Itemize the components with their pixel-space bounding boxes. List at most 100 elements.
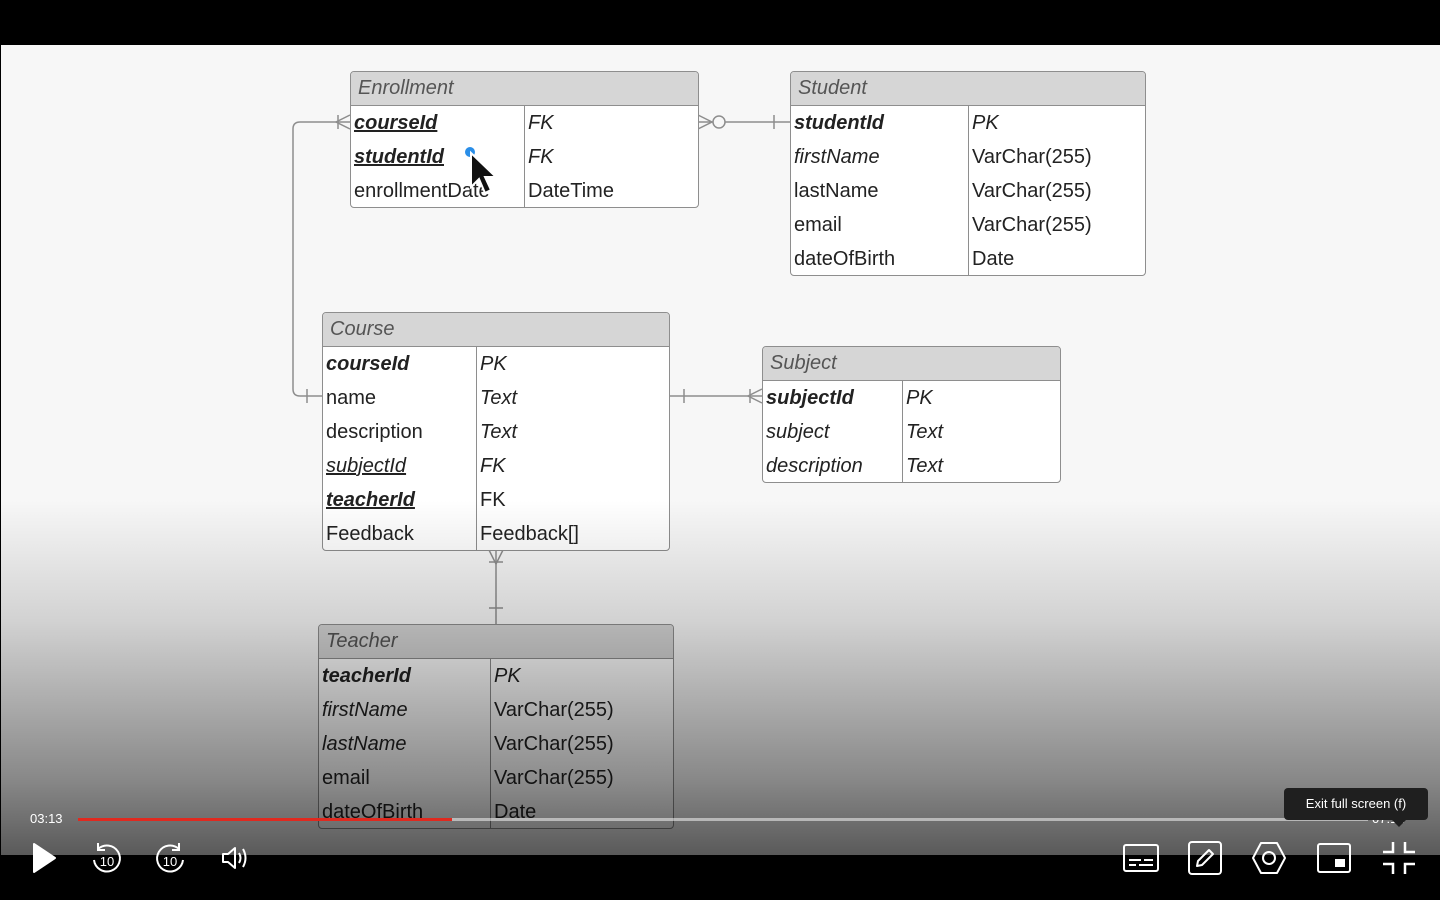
entity-title: Subject (763, 347, 1060, 381)
field-type: VarChar(255) (972, 146, 1092, 168)
field-name: teacherId (323, 483, 477, 517)
rewind-10-label: 10 (100, 854, 114, 869)
field-name: studentId (351, 140, 525, 174)
field-type: Text (480, 387, 518, 409)
entity-teacher[interactable]: Teacher teacherId PK firstName VarChar(2… (318, 624, 674, 829)
field-type: Text (906, 421, 944, 443)
volume-button[interactable] (216, 840, 254, 876)
field-name: studentId (791, 106, 969, 140)
field-name: description (763, 449, 903, 482)
entity-title: Course (323, 313, 669, 347)
entity-course[interactable]: Course courseId PK name Text description… (322, 312, 670, 551)
settings-icon (1252, 842, 1286, 874)
entity-title: Teacher (319, 625, 673, 659)
field-type: Feedback[] (480, 523, 579, 545)
entity-subject[interactable]: Subject subjectId PK subject Text descri… (762, 346, 1061, 483)
player-controls: 03:13 07:12 10 10 (0, 800, 1440, 900)
field-name: courseId (351, 106, 525, 140)
field-name: enrollmentDate (351, 174, 525, 207)
field-name: lastName (791, 174, 969, 208)
field-name: email (319, 761, 491, 795)
field-name: subject (763, 415, 903, 449)
field-type: PK (480, 353, 507, 375)
exit-fullscreen-button[interactable] (1380, 840, 1418, 876)
rewind-10-button[interactable]: 10 (86, 840, 126, 876)
field-type: VarChar(255) (972, 180, 1092, 202)
field-name: courseId (323, 347, 477, 381)
entity-row: teacherId FK (323, 483, 669, 517)
entity-row: name Text (323, 381, 669, 415)
entity-row: teacherId PK (319, 659, 673, 693)
field-type: VarChar(255) (494, 699, 614, 721)
tooltip-arrow (1392, 820, 1406, 827)
entity-row: subject Text (763, 415, 1060, 449)
captions-button[interactable] (1122, 840, 1160, 876)
entity-enrollment[interactable]: Enrollment courseId FK studentId FK enro… (350, 71, 699, 208)
field-type: FK (528, 112, 554, 134)
entity-title: Student (791, 72, 1145, 106)
entity-row: courseId PK (323, 347, 669, 381)
crowfoot-subject (746, 388, 763, 404)
forward-10-icon: 10 (156, 843, 184, 873)
field-name: firstName (791, 140, 969, 174)
field-type: VarChar(255) (972, 214, 1092, 236)
relationship-lines (292, 114, 790, 624)
entity-title: Enrollment (351, 72, 698, 106)
annotate-button[interactable] (1187, 840, 1223, 876)
entity-student[interactable]: Student studentId PK firstName VarChar(2… (790, 71, 1146, 276)
picture-in-picture-button[interactable] (1316, 840, 1352, 876)
field-type: Text (906, 455, 944, 477)
field-type: FK (480, 489, 506, 511)
entity-row: subjectId FK (323, 449, 669, 483)
rewind-10-icon: 10 (93, 843, 121, 873)
field-name: email (791, 208, 969, 242)
field-name: lastName (319, 727, 491, 761)
field-name: name (323, 381, 477, 415)
entity-row: enrollmentDate DateTime (351, 174, 698, 207)
field-name: description (323, 415, 477, 449)
crowfoot-enrollment-student (697, 114, 714, 130)
optional-circle-enrollment-student (712, 115, 726, 129)
field-type: PK (494, 665, 521, 687)
entity-row: studentId FK (351, 140, 698, 174)
entity-row: firstName VarChar(255) (319, 693, 673, 727)
entity-row: dateOfBirth Date (791, 242, 1145, 275)
field-type: FK (528, 146, 554, 168)
progress-fill (78, 818, 453, 821)
volume-icon (222, 847, 247, 869)
play-icon (33, 843, 56, 873)
field-type: VarChar(255) (494, 733, 614, 755)
entity-row: lastName VarChar(255) (319, 727, 673, 761)
field-type: Date (972, 248, 1015, 270)
picture-in-picture-icon (1317, 843, 1351, 873)
mouse-pointer-icon (463, 145, 503, 206)
course-enrollment-line (292, 121, 350, 397)
progress-bar[interactable] (78, 818, 1368, 821)
entity-row: studentId PK (791, 106, 1145, 140)
field-type: DateTime (528, 180, 614, 202)
entity-row: Feedback Feedback[] (323, 517, 669, 550)
field-type: PK (906, 387, 933, 409)
field-name: subjectId (763, 381, 903, 415)
forward-10-label: 10 (163, 854, 177, 869)
field-name: teacherId (319, 659, 491, 693)
entity-row: email VarChar(255) (791, 208, 1145, 242)
annotate-icon (1188, 841, 1222, 875)
settings-button[interactable] (1250, 840, 1288, 876)
video-frame[interactable]: Enrollment courseId FK studentId FK enro… (1, 45, 1440, 855)
entity-row: lastName VarChar(255) (791, 174, 1145, 208)
field-name: Feedback (323, 517, 477, 550)
entity-row: subjectId PK (763, 381, 1060, 415)
field-type: FK (480, 455, 506, 477)
field-type: Text (480, 421, 518, 443)
captions-icon (1123, 844, 1159, 872)
entity-row: email VarChar(255) (319, 761, 673, 795)
forward-10-button[interactable]: 10 (151, 840, 191, 876)
field-type: VarChar(255) (494, 767, 614, 789)
exit-fullscreen-tooltip: Exit full screen (f) (1284, 788, 1428, 820)
field-name: dateOfBirth (791, 242, 969, 275)
exit-fullscreen-icon (1383, 842, 1415, 874)
field-name: firstName (319, 693, 491, 727)
play-button[interactable] (24, 840, 64, 876)
